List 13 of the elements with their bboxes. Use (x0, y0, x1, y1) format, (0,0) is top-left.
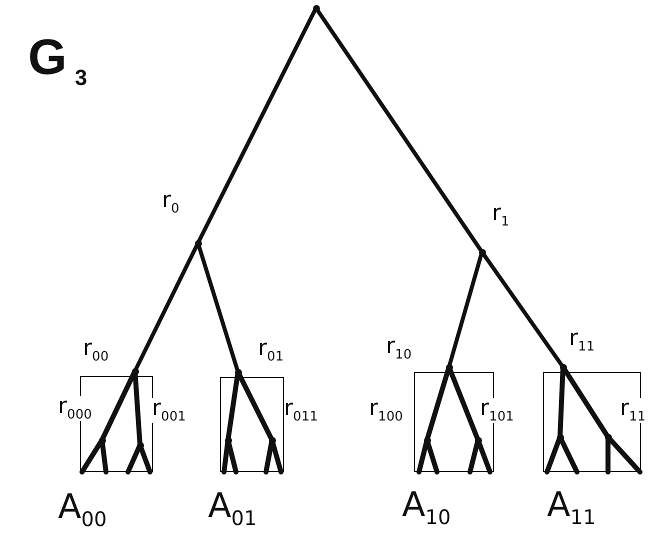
vertex-label: r$_{000}$ (58, 396, 92, 422)
junction-dot (312, 4, 320, 12)
box-label: A$_{10}$ (402, 488, 451, 527)
box-label: A$_{11}$ (547, 488, 596, 527)
vertex-label: r$_{001}$ (152, 398, 186, 424)
box-label: A$_{01}$ (208, 489, 257, 528)
vertex-label: r$_{11}$ (620, 398, 646, 424)
box-label: A$_{00}$ (58, 490, 107, 529)
junction-dot (194, 240, 202, 246)
junction-dot (446, 364, 452, 370)
diagram-title: G$_{3}$ (28, 32, 88, 89)
junction-dot (234, 368, 242, 376)
vertex-label: r$_{101}$ (480, 398, 514, 424)
